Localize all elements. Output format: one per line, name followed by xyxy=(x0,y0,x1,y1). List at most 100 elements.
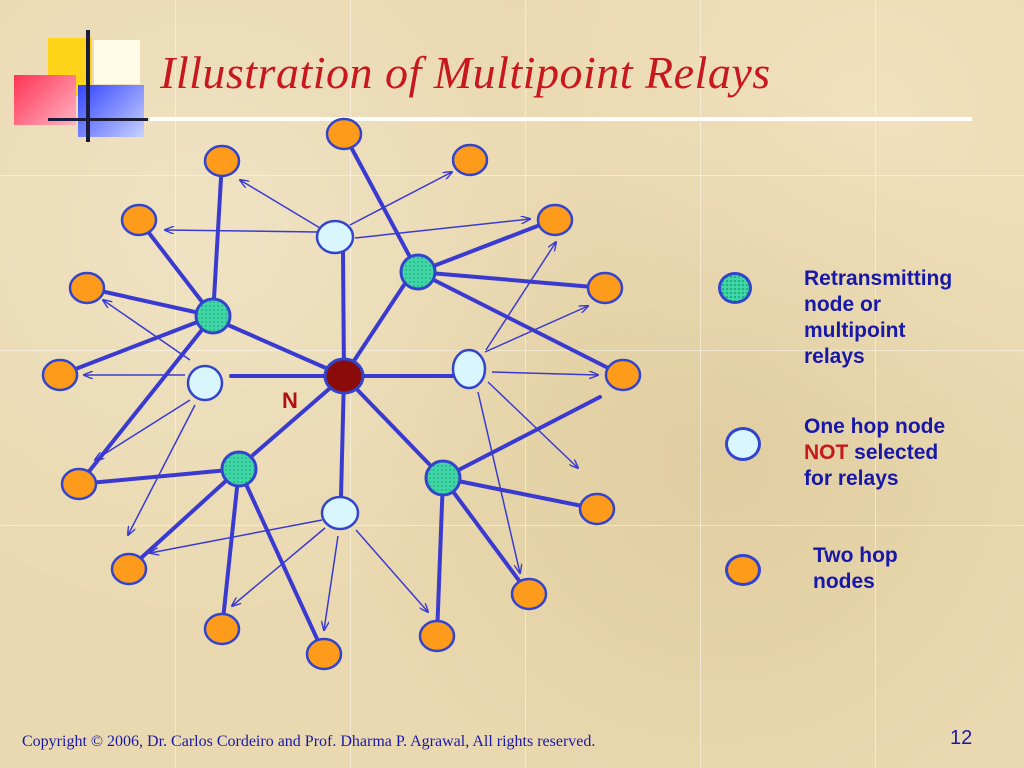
relay-node xyxy=(424,459,462,497)
logo-white-square xyxy=(94,40,140,84)
two-hop-node xyxy=(418,619,456,653)
legend-one-hop-text: One hop node NOT selected for relays xyxy=(804,414,1004,492)
slide-page-number: 12 xyxy=(950,727,973,749)
edge xyxy=(342,374,431,466)
background-grid-line xyxy=(175,0,176,768)
two-hop-node xyxy=(68,271,106,305)
two-hop-node xyxy=(510,577,548,611)
two-hop-node xyxy=(586,271,624,305)
edge xyxy=(211,159,224,318)
edge xyxy=(416,270,607,290)
arrow xyxy=(487,381,578,468)
one-hop-node xyxy=(451,348,487,390)
background-grid-line xyxy=(700,0,701,768)
one-hop-node xyxy=(186,364,224,402)
legend-relay-text: Retransmitting node or multipoint relays xyxy=(804,266,1004,370)
arrow xyxy=(355,529,428,612)
arrow xyxy=(128,404,196,535)
edge xyxy=(339,374,346,499)
center-node xyxy=(323,357,365,395)
arrow xyxy=(491,372,598,375)
two-hop-node xyxy=(451,143,489,177)
two-hop-nodes xyxy=(41,117,642,671)
arrow xyxy=(349,172,452,226)
relay-node xyxy=(220,450,258,488)
legend-relay-line: multipoint xyxy=(804,319,906,342)
two-hop-node xyxy=(604,358,642,392)
arrow xyxy=(354,219,530,239)
legend-relay-line: node or xyxy=(804,293,881,316)
edge xyxy=(341,250,346,378)
arrow xyxy=(240,180,321,229)
background-grid-line xyxy=(0,350,1024,351)
legend-one-hop-swatch xyxy=(725,427,761,461)
arrow xyxy=(103,300,191,361)
logo-horizontal-bar xyxy=(48,118,148,121)
arrow xyxy=(477,391,520,573)
edge xyxy=(220,467,241,631)
two-hop-node xyxy=(60,467,98,501)
arrow xyxy=(95,399,191,460)
edge xyxy=(58,314,215,377)
one-hop-node xyxy=(320,495,360,531)
one-hop-nodes xyxy=(186,219,487,531)
two-hop-node xyxy=(110,552,148,586)
edge xyxy=(127,467,241,571)
legend-two-hop-swatch xyxy=(725,554,761,586)
two-hop-node xyxy=(41,358,79,392)
logo-red-square xyxy=(14,75,76,125)
title-underline xyxy=(150,117,972,121)
background-grid-line xyxy=(0,175,1024,176)
edge xyxy=(85,286,215,318)
arrow xyxy=(150,519,323,553)
legend-two-hop-line: Two hop xyxy=(813,544,898,567)
background-grid-line xyxy=(875,0,876,768)
relay-node xyxy=(194,297,232,335)
two-hop-node xyxy=(536,203,574,237)
logo-vertical-bar xyxy=(86,30,90,142)
arrow xyxy=(165,230,319,232)
edge xyxy=(435,476,445,638)
edge xyxy=(237,467,326,656)
edge xyxy=(137,218,215,318)
legend-one-hop-line: One hop node xyxy=(804,415,946,438)
two-hop-node xyxy=(203,612,241,646)
slide-title: Illustration of Multipoint Relays xyxy=(160,47,771,98)
edge xyxy=(416,270,624,377)
arrow xyxy=(324,535,339,630)
edge xyxy=(441,476,531,596)
one-hop-node xyxy=(315,219,355,255)
edge xyxy=(226,323,346,378)
legend-one-hop-line: for relays xyxy=(804,467,899,490)
legend-two-hop-line: nodes xyxy=(813,570,875,593)
two-hop-node xyxy=(203,144,241,178)
two-hop-node xyxy=(325,117,363,151)
legend-relay-swatch xyxy=(718,272,752,304)
two-hop-node xyxy=(305,637,343,671)
center-node-label: N xyxy=(282,388,298,413)
arrow xyxy=(232,527,326,606)
decorative-logo xyxy=(14,30,149,142)
arrow xyxy=(485,242,556,351)
arrow xyxy=(484,306,588,353)
copyright-footer: Copyright © 2006, Dr. Carlos Cordeiro an… xyxy=(22,733,596,750)
two-hop-node xyxy=(578,492,616,526)
edge xyxy=(416,218,555,274)
legend-relay-line: relays xyxy=(804,345,865,368)
background-grid-line xyxy=(525,0,526,768)
legend-one-hop-rest: selected xyxy=(848,441,939,464)
relay-node xyxy=(399,253,437,291)
edge xyxy=(251,374,346,457)
edge xyxy=(441,476,599,511)
background-grid-line xyxy=(0,525,1024,526)
edge xyxy=(441,395,602,480)
relay-nodes xyxy=(194,253,462,497)
broadcast-arrows xyxy=(84,172,598,630)
legend-relay-line: Retransmitting xyxy=(804,267,953,290)
two-hop-node xyxy=(120,203,158,237)
edge xyxy=(77,467,241,486)
legend-two-hop-text: Two hop nodes xyxy=(813,543,1013,595)
legend-one-hop-line: NOT selected xyxy=(804,440,1004,466)
edge xyxy=(342,132,420,274)
